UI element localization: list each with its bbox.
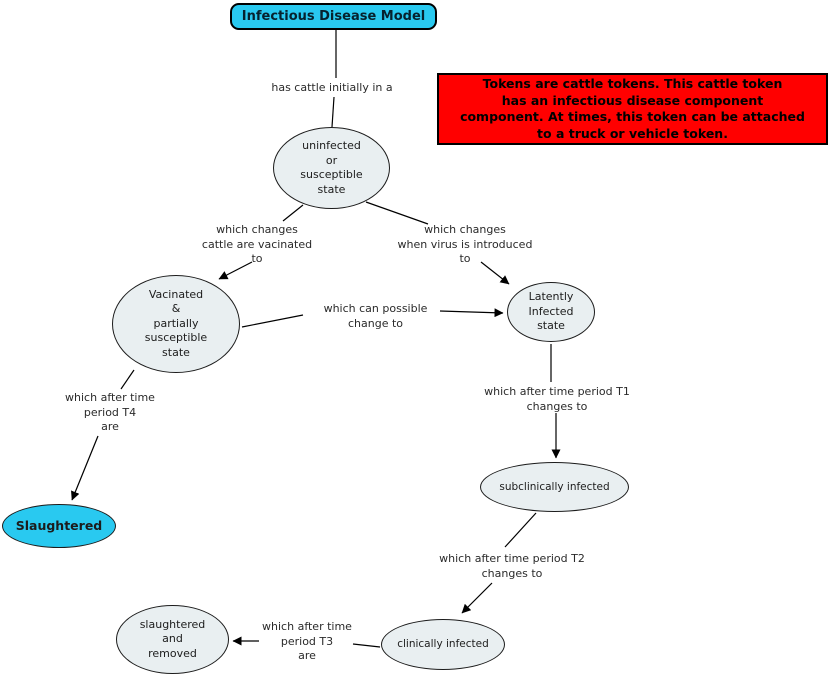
node-clinically-infected[interactable]: clinically infected (381, 619, 505, 670)
link-label-time-period-t3[interactable]: which after time period T3 are (262, 620, 352, 662)
node-vacinated-partially-susceptible-state[interactable]: Vacinated & partially susceptible state (112, 275, 240, 373)
link-label-time-period-t1[interactable]: which after time period T1 changes to (484, 385, 630, 413)
link-label-time-period-t4[interactable]: which after time period T4 are (65, 391, 155, 433)
node-slaughtered-and-removed[interactable]: slaughtered and removed (116, 605, 229, 674)
link-label-virus-introduced[interactable]: which changes when virus is introduced t… (397, 223, 533, 265)
node-uninfected-susceptible-state[interactable]: uninfected or susceptible state (273, 127, 390, 209)
link-label-time-period-t2[interactable]: which after time period T2 changes to (439, 552, 585, 580)
link-label-cattle-are-vacinated[interactable]: which changes cattle are vacinated to (201, 223, 313, 265)
diagram-title-node[interactable]: Infectious Disease Model (230, 3, 437, 30)
node-subclinically-infected[interactable]: subclinically infected (480, 462, 629, 512)
link-label-has-cattle-initially[interactable]: has cattle initially in a (271, 81, 393, 94)
annotation-note[interactable]: Tokens are cattle tokens. This cattle to… (437, 73, 828, 145)
node-latently-infected-state[interactable]: Latently Infected state (507, 282, 595, 342)
link-label-possible-change[interactable]: which can possible change to (323, 302, 428, 330)
node-slaughtered[interactable]: Slaughtered (2, 504, 116, 548)
